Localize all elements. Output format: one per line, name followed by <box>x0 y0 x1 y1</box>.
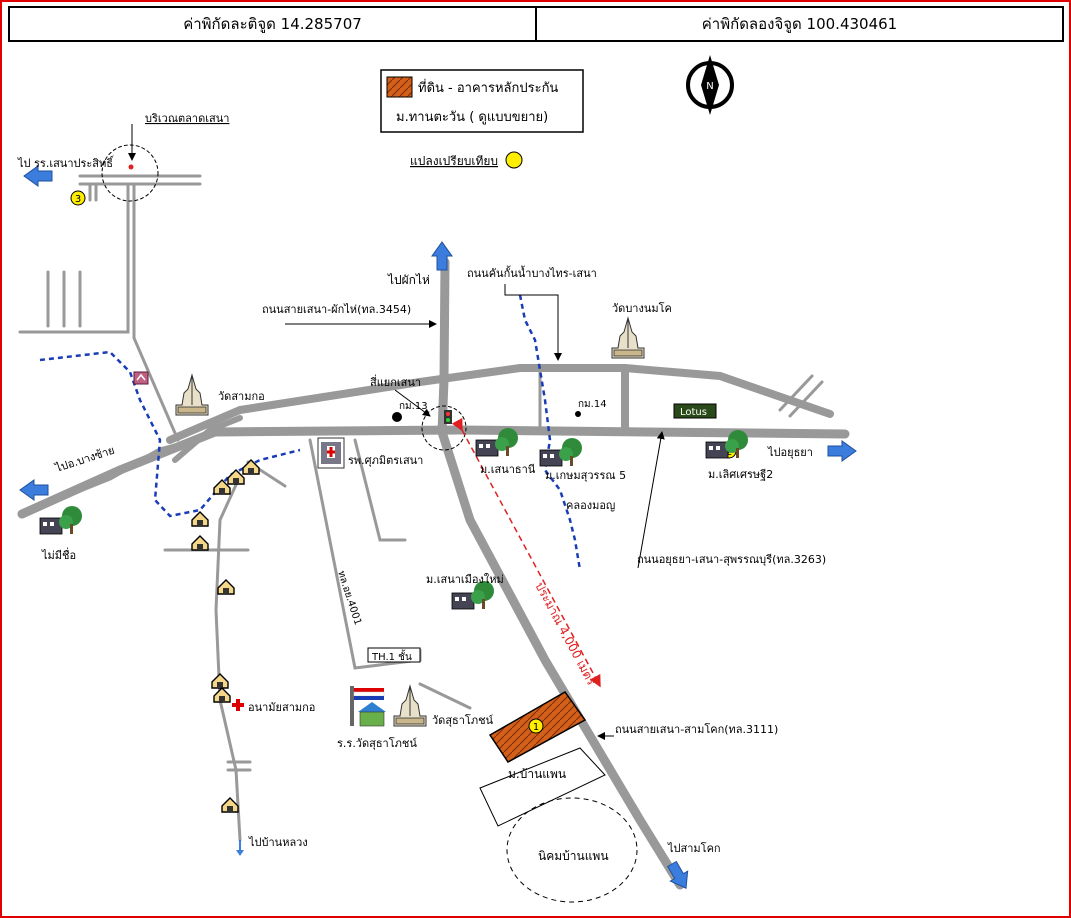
dike-road-label: ถนนคันกั้นน้ำบางไทร-เสนา <box>467 265 597 280</box>
road-3111-label: ถนนสายเสนา-สามโคก(ทล.3111) <box>615 722 778 736</box>
km14-label: กม.14 <box>578 399 607 410</box>
distance-line <box>451 417 601 688</box>
house-icon <box>217 579 235 595</box>
wat-bang-nomkho-label: วัดบางนมโค <box>612 301 672 315</box>
longitude-label: ค่าพิกัดลองจิจูด 100.430461 <box>535 8 1062 40</box>
lotus-label: Lotus <box>680 407 707 418</box>
school-icon <box>350 686 386 727</box>
legend: ที่ดิน - อาคารหลักประกัน ม.ทานตะวัน ( ดู… <box>380 69 584 133</box>
direction-arrows <box>19 165 857 894</box>
junction-loop <box>57 435 208 501</box>
wat-sutharam-label: วัดสุธาโภชน์ <box>432 713 494 727</box>
marker-3-label: 3 <box>75 194 81 205</box>
km13-label: กม.13 <box>399 401 428 412</box>
th1-label: TH.1 ชั้น <box>371 649 412 663</box>
market-icon <box>133 371 149 385</box>
hospital-label: รพ.ศุภมิตรเสนา <box>348 454 423 467</box>
compass-letter: N <box>706 81 713 92</box>
lotus-logo <box>673 403 717 419</box>
industrial-estate-circle <box>506 797 638 903</box>
legend-subject-label: ที่ดิน - อาคารหลักประกัน <box>418 79 558 96</box>
compass-icon: N <box>686 55 734 115</box>
legend-comparable-label: แปลงเปรียบเทียบ <box>410 154 498 168</box>
to-bang-sai-label: ไปอ.บางซ้าย <box>53 444 116 476</box>
industrial-label: นิคมบ้านแพน <box>538 849 609 863</box>
to-ayutthaya-label: ไปอยุธยา <box>767 446 813 459</box>
to-ban-luang-label: ไปบ้านหลวง <box>248 836 308 849</box>
legend-subject-swatch <box>386 76 413 98</box>
market-circle <box>101 144 159 202</box>
house-icon <box>191 535 209 551</box>
health-center-label: อนามัยสามกอ <box>248 701 315 714</box>
road-4001-label: ทล.อย.4001 <box>335 570 363 627</box>
village-icon <box>39 505 83 535</box>
m-lert-label: ม.เลิศเศรษฐี2 <box>708 468 773 481</box>
house-icon <box>221 797 239 813</box>
m-sena-mueang-mai-label: ม.เสนาเมืองใหม่ <box>426 573 504 586</box>
coordinate-header: ค่าพิกัดละติจูด 14.285707 ค่าพิกัดลองจิจ… <box>8 6 1064 42</box>
mai-mi-chue-label: ไม่มีชื่อ <box>41 547 76 562</box>
village-icon <box>539 437 583 467</box>
ban-phaen-label: ม.บ้านแพน <box>508 767 566 781</box>
school-wat-label: ร.ร.วัดสุธาโภชน์ <box>337 736 417 750</box>
to-phakhai-label: ไปผักไห่ <box>387 273 430 287</box>
marker-1-label: 1 <box>533 722 539 733</box>
road-3454-label: ถนนสายเสนา-ผักไห่(ทล.3454) <box>262 303 411 316</box>
house-icon <box>227 469 245 485</box>
hospital-icon <box>317 437 345 469</box>
latitude-label: ค่าพิกัดละติจูด 14.285707 <box>183 15 362 33</box>
wat-sam-ko-label: วัดสามกอ <box>218 390 265 403</box>
legend-comparable-dot <box>505 151 523 169</box>
house-icon <box>191 511 209 527</box>
house-icon <box>211 673 229 689</box>
house-icon <box>213 687 231 703</box>
legend-subject-sub: ม.ทานตะวัน ( ดูแบบขยาย) <box>396 110 548 125</box>
marker-1 <box>528 718 544 734</box>
ban-phaen-block <box>479 747 606 827</box>
canal-label: คลองมอญ <box>566 499 615 512</box>
to-sam-khok-label: ไปสามโคก <box>667 841 721 855</box>
intersection-label: สี่แยกเสนา <box>370 374 421 389</box>
marker-2-label: 2 <box>726 447 732 458</box>
distance-label: ประมาณ 4,000 เมตร <box>532 580 598 688</box>
health-center-icon <box>231 698 245 712</box>
road-3263-label: ถนนอยุธยา-เสนา-สุพรรณบุรี(ทล.3263) <box>637 553 826 566</box>
temple-icon <box>611 317 645 359</box>
upper-road <box>166 364 834 444</box>
to-school-label: ไป รร.เสนาประสิทธิ์ <box>17 155 115 170</box>
m-sena-thani-label: ม.เสนาธานี <box>480 463 536 476</box>
market-area-label: บริเวณตลาดเสนา <box>145 112 229 125</box>
temple-icon <box>393 685 427 727</box>
temple-icon <box>175 374 209 416</box>
m-kasem-label: ม.เกษมสุวรรณ 5 <box>545 469 626 482</box>
traffic-light-icon <box>444 410 452 424</box>
marker-3 <box>70 190 86 206</box>
